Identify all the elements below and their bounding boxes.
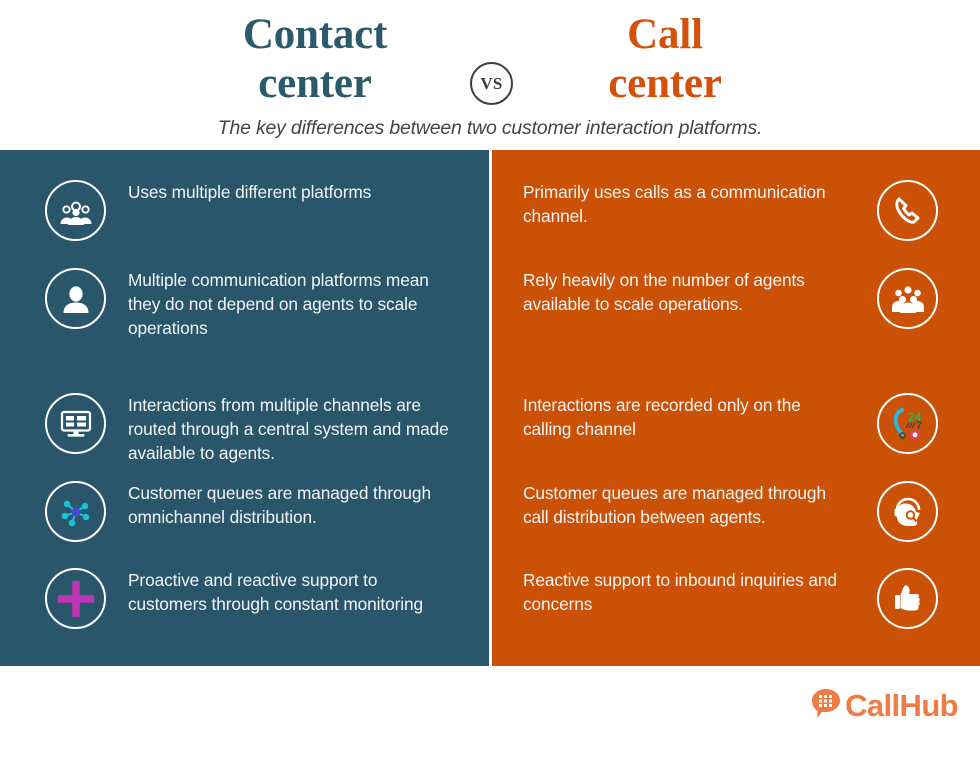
panel-contact-center: Uses multiple different platforms Multip… <box>0 150 489 666</box>
group-of-people-icon <box>45 180 106 241</box>
page-title-contact-center: Contact center <box>150 10 480 108</box>
24-7-support-icon: 24 7 <box>877 393 938 454</box>
callhub-logo-text: CallHub <box>845 688 959 723</box>
thumbs-up-icon <box>877 568 938 629</box>
list-item: Proactive and reactive support to custom… <box>0 568 489 629</box>
page-title-call-center: Call center <box>510 10 820 108</box>
list-item: Customer queues are managed through omni… <box>0 481 489 542</box>
list-item: Uses multiple different platforms <box>0 180 489 241</box>
header: Contact center VS Call center The key di… <box>0 0 980 150</box>
svg-text:24: 24 <box>908 410 922 424</box>
comparison-panels: Uses multiple different platforms Multip… <box>0 150 980 666</box>
dashboard-monitor-icon <box>45 393 106 454</box>
list-item: Primarily uses calls as a communication … <box>492 180 980 241</box>
plus-sign-icon <box>45 568 106 629</box>
list-item: Customer queues are managed through call… <box>492 481 980 542</box>
list-item-text: Proactive and reactive support to custom… <box>128 570 424 614</box>
vs-badge: VS <box>470 62 513 105</box>
list-item-text: Reactive support to inbound inquiries an… <box>523 570 837 614</box>
list-item-text: Uses multiple different platforms <box>128 182 372 202</box>
list-item: Reactive support to inbound inquiries an… <box>492 568 980 629</box>
omnichannel-network-icon <box>45 481 106 542</box>
panel-call-center: Primarily uses calls as a communication … <box>492 150 980 666</box>
title-right-line1: Call <box>627 11 703 58</box>
title-row: Contact center VS Call center <box>0 10 980 110</box>
list-item-text: Multiple communication platforms mean th… <box>128 270 429 338</box>
list-item: Interactions from multiple channels are … <box>0 393 489 465</box>
callhub-speech-bubble-dialpad-icon <box>811 688 842 724</box>
svg-text:7: 7 <box>916 420 922 432</box>
list-item-text: Interactions are recorded only on the ca… <box>523 395 801 439</box>
title-right-line2: center <box>608 60 722 107</box>
list-item-text: Customer queues are managed through call… <box>523 483 826 527</box>
list-item-text: Primarily uses calls as a communication … <box>523 182 826 226</box>
footer: CallHub <box>0 666 980 757</box>
list-item-text: Interactions from multiple channels are … <box>128 395 449 463</box>
list-item: Rely heavily on the number of agents ava… <box>492 268 980 329</box>
list-item: Multiple communication platforms mean th… <box>0 268 489 340</box>
call-center-rows: Primarily uses calls as a communication … <box>492 150 980 666</box>
contact-center-rows: Uses multiple different platforms Multip… <box>0 150 489 666</box>
subtitle: The key differences between two customer… <box>217 117 763 139</box>
list-item-text: Customer queues are managed through omni… <box>128 483 431 527</box>
list-item-text: Rely heavily on the number of agents ava… <box>523 270 805 314</box>
callhub-logo[interactable]: CallHub <box>811 688 959 724</box>
title-left-line2: center <box>258 60 372 107</box>
title-left-line1: Contact <box>242 11 388 58</box>
headset-agent-icon <box>877 481 938 542</box>
phone-handset-icon <box>877 180 938 241</box>
single-person-icon <box>45 268 106 329</box>
panel-divider <box>489 150 492 666</box>
list-item: 24 7 Interactions are recorded only on t… <box>492 393 980 454</box>
group-of-agents-icon <box>877 268 938 329</box>
